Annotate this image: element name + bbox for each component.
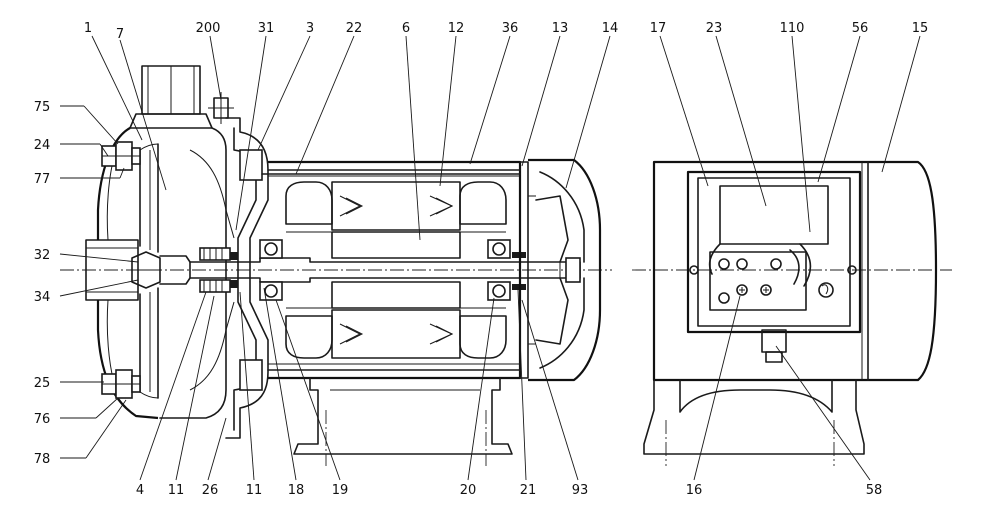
callout-16: 16 <box>686 483 703 498</box>
callout-19: 19 <box>332 483 349 498</box>
callout-22: 22 <box>346 21 363 36</box>
motor-housing <box>261 160 529 380</box>
callout-4: 4 <box>136 483 144 498</box>
callout-6: 6 <box>402 21 410 36</box>
pump-side-section <box>60 65 612 466</box>
end-view-base <box>643 329 865 466</box>
callout-76: 76 <box>34 412 51 427</box>
casing-bolts <box>101 141 141 399</box>
callout-26: 26 <box>202 483 219 498</box>
terminal-box <box>686 170 862 334</box>
callout-14: 14 <box>602 21 619 36</box>
stator-and-rotor <box>285 181 507 359</box>
callout-110: 110 <box>780 21 805 36</box>
callout-1: 1 <box>84 21 92 36</box>
callout-200: 200 <box>196 21 221 36</box>
impeller-nut <box>131 251 191 289</box>
callout-58: 58 <box>866 483 883 498</box>
callout-11a: 11 <box>168 483 185 498</box>
capacitor <box>719 185 829 245</box>
callout-56: 56 <box>852 21 869 36</box>
callout-12: 12 <box>448 21 465 36</box>
callout-32: 32 <box>34 248 51 263</box>
callout-93: 93 <box>572 483 589 498</box>
callout-7: 7 <box>116 27 124 42</box>
callout-11b: 11 <box>246 483 263 498</box>
fan-and-cover <box>528 158 602 382</box>
callout-15: 15 <box>912 21 929 36</box>
leader-lines <box>59 35 921 481</box>
mechanical-seal <box>199 247 238 293</box>
callout-78: 78 <box>34 452 51 467</box>
callout-77: 77 <box>34 172 51 187</box>
motor-bracket <box>189 92 269 439</box>
cable-gland <box>761 329 787 353</box>
callout-24: 24 <box>34 138 51 153</box>
discharge-outlet <box>129 65 213 129</box>
motor-body-outline <box>652 160 938 382</box>
callout-34: 34 <box>34 290 51 305</box>
callout-20: 20 <box>460 483 477 498</box>
callout-21: 21 <box>520 483 537 498</box>
callout-75: 75 <box>34 100 51 115</box>
callout-31: 31 <box>258 21 275 36</box>
terminal-box-end-view <box>632 160 952 466</box>
callout-13: 13 <box>552 21 569 36</box>
callout-3: 3 <box>306 21 314 36</box>
callout-17: 17 <box>650 21 667 36</box>
callout-labels: 1 7 200 31 3 22 6 12 36 13 14 17 23 110 … <box>34 21 929 498</box>
motor-foot <box>293 377 513 466</box>
callout-18: 18 <box>288 483 305 498</box>
callout-25: 25 <box>34 376 51 391</box>
callout-36: 36 <box>502 21 519 36</box>
callout-23: 23 <box>706 21 723 36</box>
